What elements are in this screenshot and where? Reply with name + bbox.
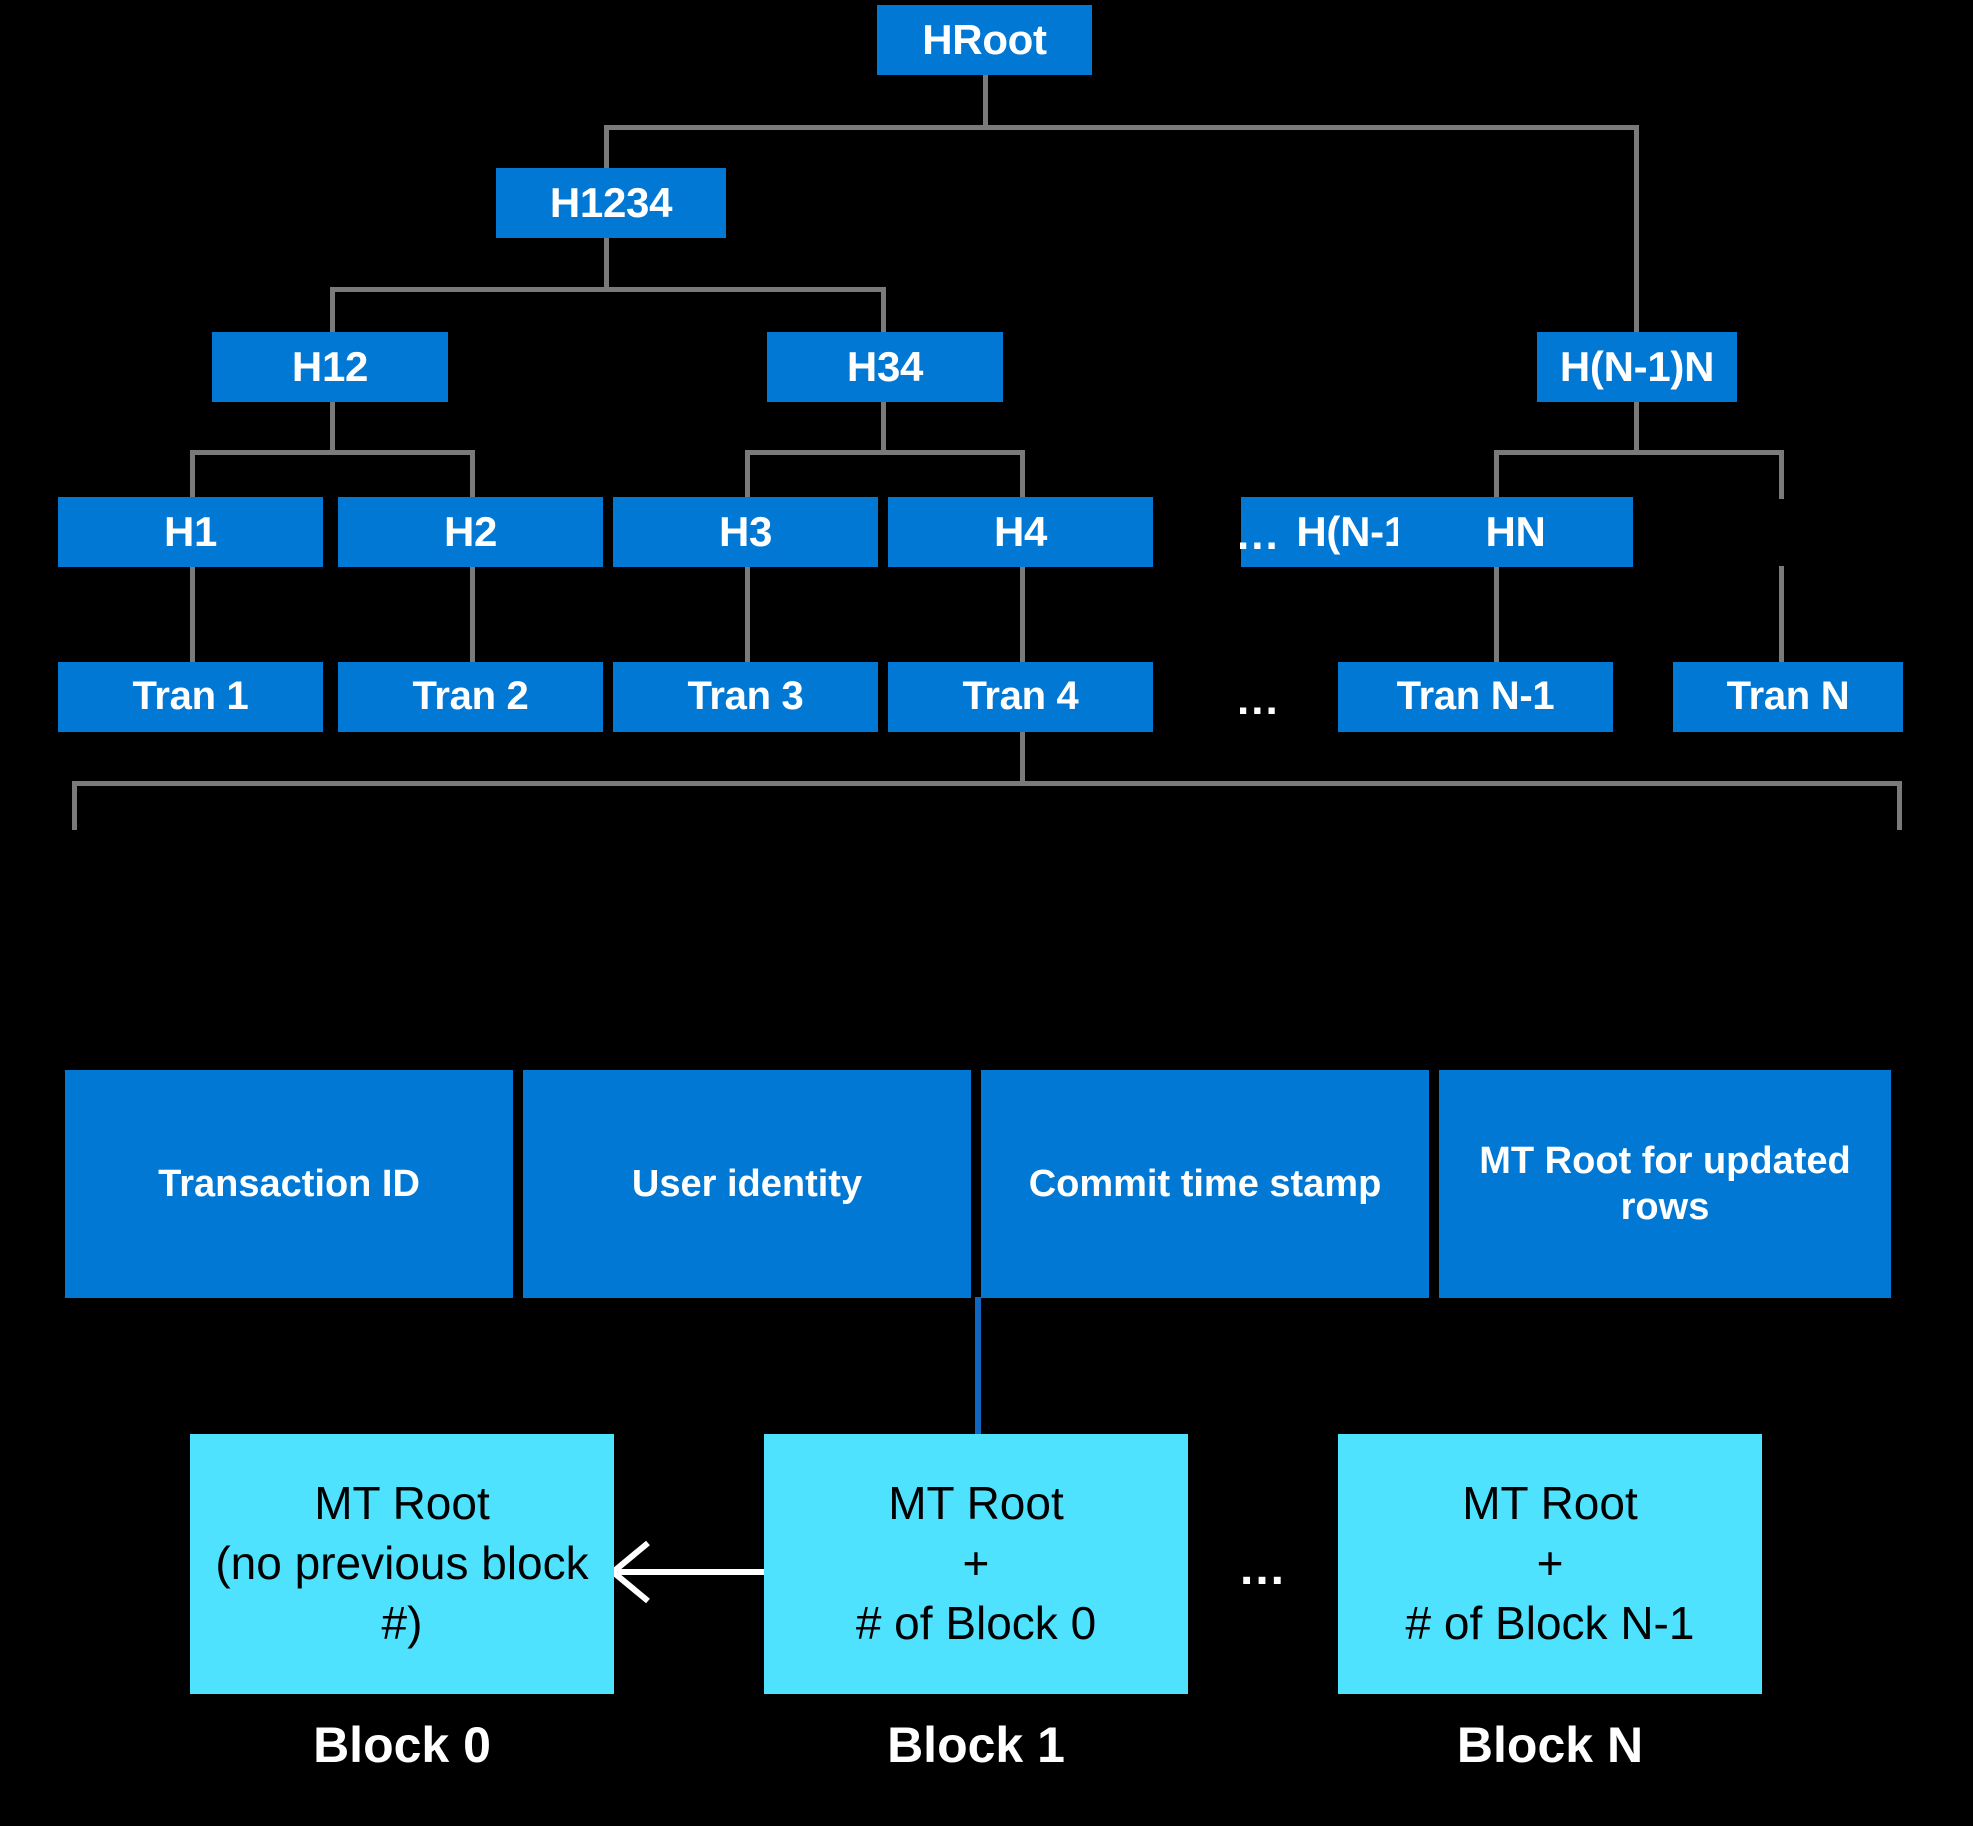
connector-h1234-bus <box>330 287 886 292</box>
block-n-caption: Block N <box>1456 1717 1644 1773</box>
block-1-box-text: MT Root + # of Block 0 <box>855 1477 1097 1649</box>
connector-h12-stem <box>330 401 335 454</box>
node-tran-3-label: Tran 3 <box>687 674 804 719</box>
connector-record-to-block1 <box>975 1297 981 1437</box>
node-h3-label: H3 <box>718 508 773 556</box>
node-h4-label: H4 <box>993 508 1048 556</box>
node-tran-4[interactable]: Tran 4 <box>888 662 1153 732</box>
hash-level-ellipsis: ... <box>1237 510 1280 559</box>
connector-hroot-to-h1234 <box>604 125 609 172</box>
connector-hn1n-to-hn1 <box>1494 450 1499 499</box>
connector-h12-to-h1 <box>190 450 195 499</box>
blockchain-ellipsis: ... <box>1240 1542 1287 1595</box>
record-field-transaction-id-label: Transaction ID <box>158 1162 420 1205</box>
node-tran-1-label: Tran 1 <box>132 674 249 719</box>
node-h34[interactable]: H34 <box>767 332 1003 402</box>
connector-h34-bus <box>745 450 1025 455</box>
connector-h1234-stem <box>604 237 609 289</box>
connector-h12-to-h2 <box>470 450 475 499</box>
block-1-caption: Block 1 <box>887 1717 1065 1773</box>
connector-h1234-to-h34 <box>881 287 886 333</box>
connector-hn1n-bus <box>1494 450 1784 455</box>
connector-h1234-to-h12 <box>330 287 335 333</box>
connector-hn1n-to-hn <box>1779 450 1784 499</box>
node-tran-n-1[interactable]: Tran N-1 <box>1338 662 1613 732</box>
node-hroot[interactable]: HRoot <box>877 5 1092 75</box>
node-hn1n[interactable]: H(N-1)N <box>1537 332 1737 402</box>
connector-hroot-stem <box>983 74 988 127</box>
node-hn-label: HN <box>1485 508 1546 556</box>
node-h4[interactable]: H4 <box>888 497 1153 567</box>
node-h3[interactable]: H3 <box>613 497 878 567</box>
block-n-box[interactable]: MT Root + # of Block N-1 <box>1338 1434 1762 1694</box>
node-h1[interactable]: H1 <box>58 497 323 567</box>
record-field-commit-time-stamp[interactable]: Commit time stamp <box>981 1070 1429 1298</box>
node-tran-n-label: Tran N <box>1726 674 1850 719</box>
connector-hn1-to-trann1 <box>1494 566 1499 664</box>
connector-hn1n-stem <box>1634 401 1639 454</box>
node-h1234[interactable]: H1234 <box>496 168 726 238</box>
connector-record-bracket-right <box>1897 781 1902 830</box>
transaction-row-ellipsis: ... <box>1237 675 1280 724</box>
block-0-box-text: MT Root (no previous block #) <box>215 1477 589 1649</box>
node-h34-label: H34 <box>846 343 924 391</box>
record-field-user-identity-label: User identity <box>631 1162 863 1205</box>
connector-record-bracket-top <box>72 781 1902 786</box>
connector-h4-to-tran4 <box>1020 566 1025 664</box>
record-field-mt-root-updated-rows[interactable]: MT Root for updated rows <box>1439 1070 1891 1298</box>
connector-h3-to-tran3 <box>745 566 750 664</box>
connector-hroot-bus <box>604 125 1639 130</box>
connector-hroot-to-hn1n <box>1634 125 1639 333</box>
connector-h1-to-tran1 <box>190 566 195 664</box>
node-hroot-label: HRoot <box>922 16 1047 64</box>
connector-record-bracket-left <box>72 781 77 830</box>
block-n-box-text: MT Root + # of Block N-1 <box>1405 1477 1695 1649</box>
node-hn1n-label: H(N-1)N <box>1559 343 1715 391</box>
node-h1-label: H1 <box>163 508 218 556</box>
connector-h34-to-h3 <box>745 450 750 499</box>
node-h2[interactable]: H2 <box>338 497 603 567</box>
connector-h34-to-h4 <box>1020 450 1025 499</box>
node-tran-n[interactable]: Tran N <box>1673 662 1903 732</box>
node-tran-2[interactable]: Tran 2 <box>338 662 603 732</box>
node-tran-1[interactable]: Tran 1 <box>58 662 323 732</box>
block-0-box[interactable]: MT Root (no previous block #) <box>190 1434 614 1694</box>
node-h2-label: H2 <box>443 508 498 556</box>
node-tran-4-label: Tran 4 <box>962 674 1079 719</box>
record-field-transaction-id[interactable]: Transaction ID <box>65 1070 513 1298</box>
connector-tran4-stem <box>1020 731 1025 783</box>
node-h12[interactable]: H12 <box>212 332 448 402</box>
connector-h12-bus <box>190 450 475 455</box>
connector-hn-to-trann <box>1779 566 1784 664</box>
arrow-block1-to-block0 <box>608 1540 764 1604</box>
record-field-commit-time-stamp-label: Commit time stamp <box>1028 1162 1382 1205</box>
node-h1234-label: H1234 <box>549 179 673 227</box>
node-h12-label: H12 <box>291 343 369 391</box>
node-tran-n-1-label: Tran N-1 <box>1396 674 1555 719</box>
record-field-user-identity[interactable]: User identity <box>523 1070 971 1298</box>
connector-h34-stem <box>881 401 886 454</box>
node-hn[interactable]: HN <box>1398 497 1633 567</box>
block-1-box[interactable]: MT Root + # of Block 0 <box>764 1434 1188 1694</box>
record-field-mt-root-updated-rows-label: MT Root for updated rows <box>1479 1139 1851 1228</box>
block-0-caption: Block 0 <box>313 1717 491 1773</box>
node-tran-3[interactable]: Tran 3 <box>613 662 878 732</box>
node-tran-2-label: Tran 2 <box>412 674 529 719</box>
connector-h2-to-tran2 <box>470 566 475 664</box>
